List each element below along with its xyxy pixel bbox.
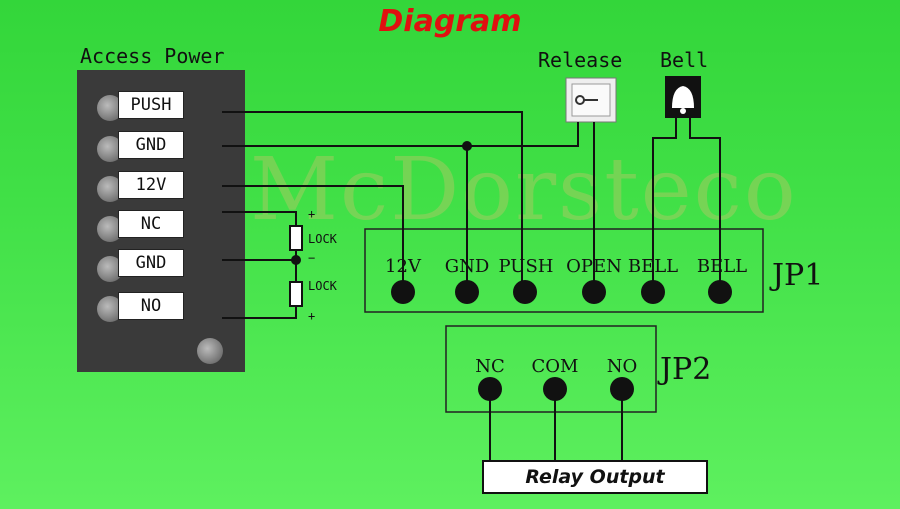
- terminal-push: PUSH: [118, 91, 184, 119]
- jp1-pin-gnd: [455, 280, 479, 304]
- lock-icon: [289, 281, 303, 307]
- lock-plus-bottom: +: [308, 309, 316, 323]
- lock-label-top: LOCK: [308, 232, 337, 246]
- jp2-pin-no: [610, 377, 634, 401]
- jp2-label-nc: NC: [475, 356, 505, 377]
- terminal-gnd: GND: [118, 131, 184, 159]
- relay-output-label: Relay Output: [525, 466, 665, 488]
- lock-minus: −: [308, 251, 316, 265]
- screw-icon: [197, 338, 223, 364]
- bell-label: Bell: [660, 48, 709, 72]
- jp1-label-12v: 12V: [385, 256, 421, 277]
- jp1-pin-12v: [391, 280, 415, 304]
- jp1-label-gnd: GND: [444, 256, 490, 277]
- diagram-title: Diagram: [378, 4, 522, 39]
- jp1-pin-bell: [641, 280, 665, 304]
- jp1-label-open: OPEN: [566, 256, 622, 277]
- jp1-label-bell: BELL: [627, 256, 679, 277]
- release-label: Release: [538, 48, 623, 72]
- access-power-header: Access Power: [80, 44, 225, 68]
- jp2-label-com: COM: [531, 356, 579, 377]
- jp1-box: [364, 228, 764, 313]
- terminal-nc: NC: [118, 210, 184, 238]
- jp2-box: [445, 325, 657, 413]
- jp1-pin-push: [513, 280, 537, 304]
- wires: [222, 111, 721, 460]
- terminal-12v: 12V: [118, 171, 184, 199]
- release-button-icon: [565, 77, 617, 123]
- jp1-label-push: PUSH: [498, 256, 554, 277]
- jp1-pin-open: [582, 280, 606, 304]
- jp2-pin-nc: [478, 377, 502, 401]
- relay-output-box: Relay Output: [482, 460, 708, 494]
- jp1-title: JP1: [772, 258, 824, 293]
- lock-icon: [289, 225, 303, 251]
- jp2-title: JP2: [660, 352, 712, 387]
- jp1-pin-bell-2: [708, 280, 732, 304]
- terminal-no: NO: [118, 292, 184, 320]
- terminal-block: [77, 70, 245, 372]
- lock-plus-top: +: [308, 207, 316, 221]
- jp2-label-no: NO: [606, 356, 638, 377]
- jp1-label-bell-2: BELL: [696, 256, 748, 277]
- junction-dot: [462, 141, 472, 151]
- bell-icon: [665, 76, 701, 118]
- terminal-gnd-2: GND: [118, 249, 184, 277]
- lock-label-bottom: LOCK: [308, 279, 337, 293]
- jp2-pin-com: [543, 377, 567, 401]
- junction-dot: [291, 255, 301, 265]
